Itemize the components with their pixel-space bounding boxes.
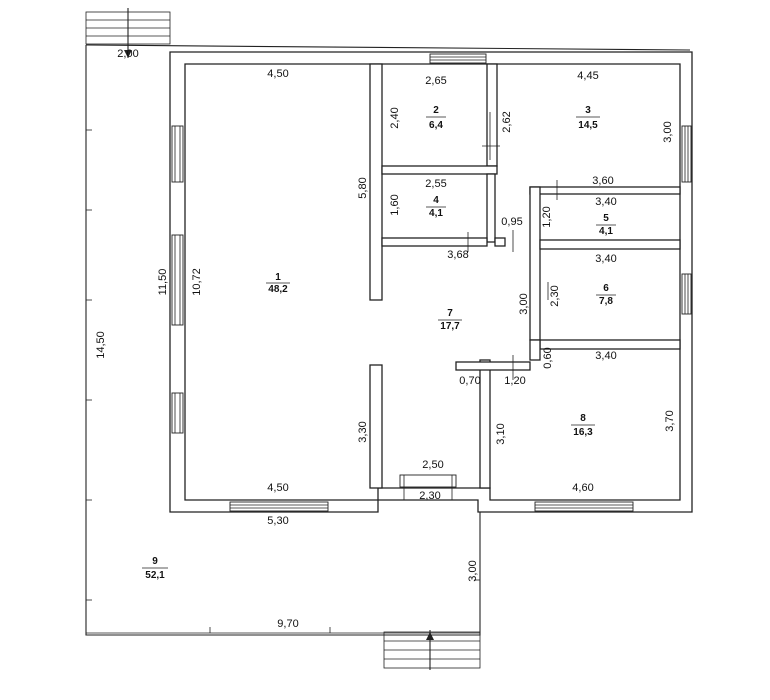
dim-hall-door: 0,95 bbox=[501, 216, 522, 228]
dim-terrace-width: 9,70 bbox=[277, 618, 298, 630]
dim-room3-width: 4,45 bbox=[577, 70, 598, 82]
arrow-down-icon bbox=[124, 50, 132, 58]
dim-room1-height-inner: 10,72 bbox=[191, 268, 203, 296]
room-7-number: 7 bbox=[447, 308, 453, 319]
dimension-labels: 2,00 4,50 2,65 4,45 3,60 2,55 3,40 3,68 … bbox=[117, 48, 616, 630]
dim-room3-bottom: 3,60 bbox=[592, 175, 613, 187]
room-8-number: 8 bbox=[580, 413, 586, 424]
dim-hall-top: 3,68 bbox=[447, 249, 468, 261]
room-3-number: 3 bbox=[585, 105, 591, 116]
dim-room6-height-b: 2,30 bbox=[549, 285, 561, 306]
dim-room1-height-outer: 11,50 bbox=[157, 269, 169, 296]
dim-bottom-left-wall: 5,30 bbox=[267, 515, 288, 527]
dim-hall-stub2: 1,20 bbox=[504, 375, 525, 387]
dim-room8-left: 3,10 bbox=[495, 423, 507, 444]
door-marks bbox=[467, 112, 558, 380]
room-1-area: 48,2 bbox=[268, 284, 288, 295]
room-2-number: 2 bbox=[433, 105, 439, 116]
dim-room6-gap: 0,60 bbox=[542, 347, 554, 368]
bottom-steps bbox=[383, 630, 481, 670]
dim-room1-top: 4,50 bbox=[267, 68, 288, 80]
room-3-area: 14,5 bbox=[578, 120, 598, 131]
dim-terrace-height: 14,50 bbox=[95, 331, 107, 359]
room-4-number: 4 bbox=[433, 195, 439, 206]
windows bbox=[171, 53, 692, 512]
dim-room8-bottom: 4,60 bbox=[572, 482, 593, 494]
dim-room4-height: 1,60 bbox=[389, 194, 401, 215]
dim-top-step: 2,00 bbox=[117, 48, 138, 60]
dim-hall-stub: 0,70 bbox=[459, 375, 480, 387]
room-7-area: 17,7 bbox=[440, 321, 460, 332]
dim-room5-height: 1,20 bbox=[541, 206, 553, 227]
dim-room6-width: 3,40 bbox=[595, 253, 616, 265]
house-walls bbox=[169, 51, 693, 513]
room-8-area: 16,3 bbox=[573, 427, 593, 438]
dim-room5-width: 3,40 bbox=[595, 196, 616, 208]
vertical-dimension-labels: 14,50 11,50 10,72 5,80 3,30 2,40 2,62 3,… bbox=[95, 107, 676, 581]
dim-room2-right: 2,62 bbox=[501, 111, 513, 132]
room-6-area: 7,8 bbox=[599, 296, 613, 307]
terrace bbox=[85, 44, 691, 636]
room-1-number: 1 bbox=[275, 272, 281, 283]
room-labels: 1 48,2 2 6,4 3 14,5 4 4,1 5 4,1 6 7,8 7 … bbox=[142, 105, 616, 581]
room-9-area: 52,1 bbox=[145, 570, 165, 581]
dim-room3-height: 3,00 bbox=[662, 121, 674, 142]
arrow-up-icon bbox=[426, 632, 434, 640]
room-4-area: 4,1 bbox=[429, 208, 443, 219]
dim-room1-right-lower: 3,30 bbox=[357, 421, 369, 442]
dim-room2-width: 2,65 bbox=[425, 75, 446, 87]
dim-room6-height-a: 3,00 bbox=[518, 293, 530, 314]
dim-room8-width: 3,40 bbox=[595, 350, 616, 362]
top-steps bbox=[85, 8, 171, 58]
room-5-area: 4,1 bbox=[599, 226, 613, 237]
room-2-area: 6,4 bbox=[429, 120, 443, 131]
room-6-number: 6 bbox=[603, 283, 609, 294]
dim-terrace-depth: 3,00 bbox=[467, 560, 479, 581]
dim-entry-opening: 2,30 bbox=[419, 490, 440, 502]
dim-room1-right-upper: 5,80 bbox=[357, 177, 369, 198]
dim-room1-bottom: 4,50 bbox=[267, 482, 288, 494]
dim-room8-height: 3,70 bbox=[664, 410, 676, 431]
room-9-number: 9 bbox=[152, 556, 158, 567]
dim-room4-width: 2,55 bbox=[425, 178, 446, 190]
room-5-number: 5 bbox=[603, 213, 609, 224]
dim-room2-height: 2,40 bbox=[389, 107, 401, 128]
dim-entry-width: 2,50 bbox=[422, 459, 443, 471]
